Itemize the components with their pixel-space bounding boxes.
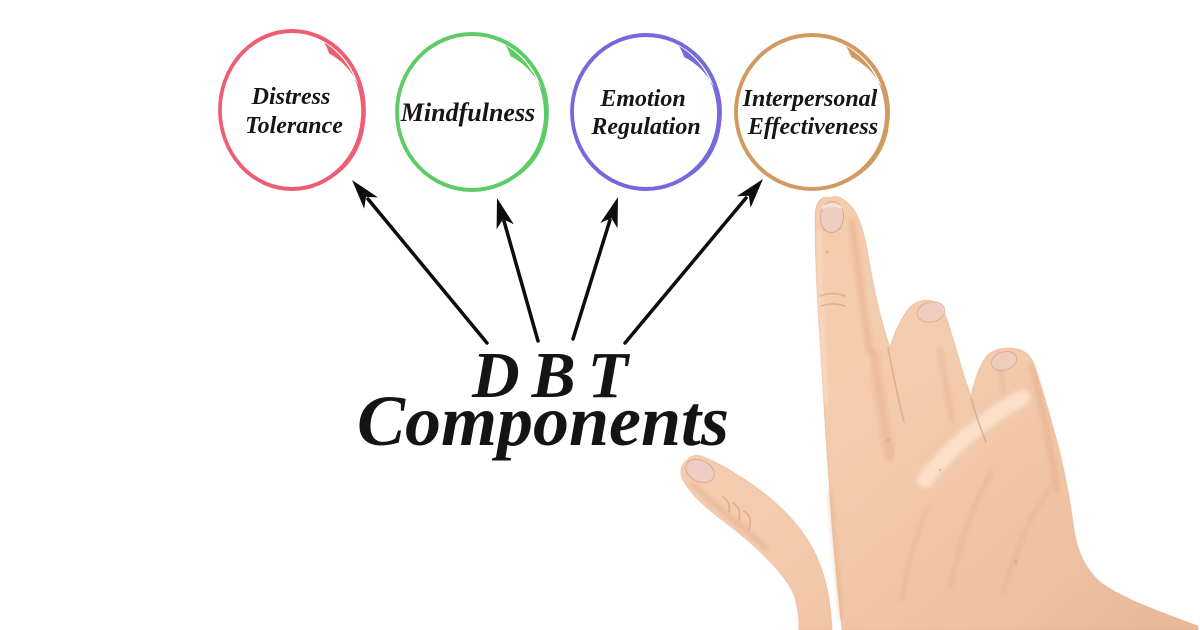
- arrowhead-icon: [352, 180, 378, 209]
- title-acronym: DBT: [471, 339, 640, 412]
- ring-fingernail: [990, 351, 1018, 371]
- connector-arrows: [352, 179, 763, 345]
- arrow-to-interpersonal-effectiveness: [623, 179, 763, 345]
- hand-shading: [689, 219, 1060, 621]
- label-line: Distress: [251, 84, 331, 110]
- arrowhead-icon: [496, 198, 514, 230]
- index-fingernail: [819, 201, 845, 233]
- node-interpersonal-effectiveness: [734, 33, 890, 191]
- label-line: Mindfulness: [400, 98, 535, 127]
- node-emotion-regulation-label: Emotion Regulation: [590, 86, 700, 140]
- node-mindfulness: [395, 32, 549, 192]
- title-word: Components: [357, 381, 729, 461]
- node-interpersonal-effectiveness-label: Interpersonal Effectiveness: [742, 86, 884, 140]
- middle-fingernail: [916, 301, 946, 323]
- arrowhead-icon: [736, 179, 763, 208]
- node-mindfulness-label: Mindfulness: [400, 98, 535, 127]
- node-distress-tolerance-label: Distress Tolerance: [245, 84, 343, 139]
- diagram-title: DBT Components: [357, 339, 729, 461]
- label-line: Emotion: [599, 86, 685, 112]
- node-emotion-regulation: [570, 33, 722, 191]
- arrowhead-icon: [600, 197, 618, 229]
- pointing-hand: [680, 195, 1199, 630]
- arrow-to-mindfulness: [496, 198, 540, 343]
- node-distress-tolerance: [218, 28, 366, 192]
- label-line: Interpersonal: [742, 86, 878, 112]
- label-line: Effectiveness: [747, 114, 878, 140]
- arrow-to-distress-tolerance: [352, 180, 489, 345]
- arrow-to-emotion-regulation: [571, 197, 618, 341]
- hand-nails: [685, 201, 1018, 484]
- thumb-fingernail: [685, 458, 715, 484]
- label-line: Regulation: [590, 114, 700, 140]
- label-line: Tolerance: [245, 113, 343, 139]
- index-nail-free-edge: [821, 203, 843, 210]
